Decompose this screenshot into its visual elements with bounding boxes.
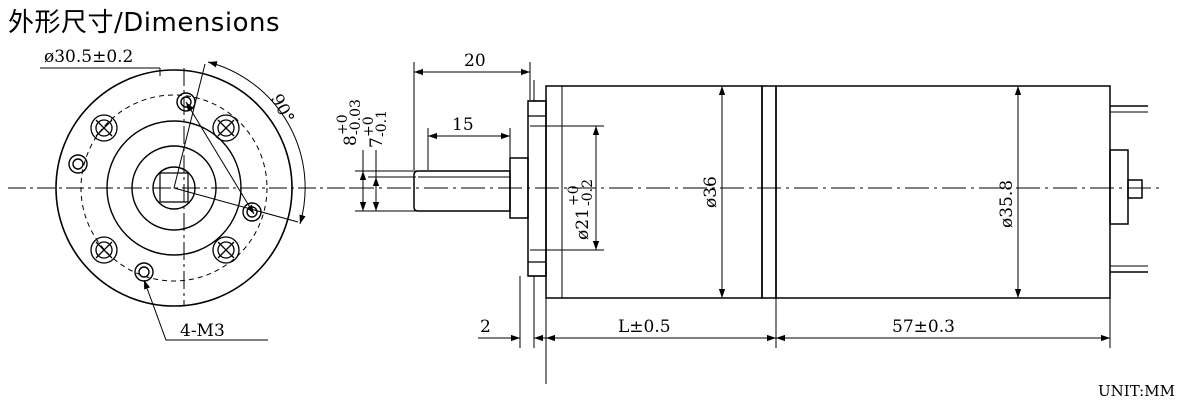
flat-length-label: 15: [452, 115, 474, 135]
gearbox-diameter-label: ø36: [701, 176, 721, 208]
shaft-length-label: 20: [464, 51, 486, 71]
screw-hole: [68, 154, 88, 174]
rear-cap: [1109, 149, 1129, 225]
motor-body: [775, 85, 1111, 299]
svg-text:ø21: ø21: [573, 208, 593, 240]
svg-text:-0.03: -0.03: [348, 99, 364, 135]
rear-shaft: [1127, 179, 1143, 199]
front-diameter-arrow: [185, 101, 255, 215]
shaft: [413, 170, 511, 212]
flange-notch-bottom: [528, 261, 547, 277]
angle-ray-top: [173, 63, 206, 189]
shaft-diameter-tolerance: 8 +0 -0.03: [335, 99, 364, 146]
svg-text:-0.1: -0.1: [374, 110, 390, 137]
mounting-hole: [90, 114, 118, 142]
page-title: 外形尺寸/Dimensions: [8, 8, 281, 38]
flange-thickness-label: 2: [480, 317, 491, 337]
side-view: [350, 62, 1160, 384]
angle-arc: [207, 61, 306, 225]
svg-text:7: 7: [367, 137, 387, 148]
boss-diameter-label: ø21 +0 -0.2: [566, 179, 596, 240]
motor-length-label: 57±0.3: [892, 317, 955, 337]
front-view: [8, 61, 350, 341]
screw-hole: [242, 202, 262, 222]
svg-text:8: 8: [341, 135, 361, 146]
svg-text:+0: +0: [335, 114, 351, 135]
gearbox-length-label: L±0.5: [618, 317, 671, 337]
svg-text:+0: +0: [566, 185, 582, 206]
svg-text:+0: +0: [361, 116, 377, 137]
unit-label: UNIT:MM: [1098, 382, 1175, 400]
mounting-hole: [90, 236, 118, 264]
flat-height-tolerance: 7 +0 -0.1: [361, 110, 390, 148]
mounting-hole: [212, 114, 240, 142]
svg-text:-0.2: -0.2: [580, 179, 596, 206]
motor-diameter-label: ø35.8: [997, 180, 1017, 228]
mounting-hole: [212, 236, 240, 264]
joint-band: [761, 85, 777, 299]
screw-hole: [134, 262, 154, 282]
front-diameter-label: ø30.5±0.2: [44, 47, 133, 67]
screw-label: 4-M3: [180, 321, 225, 341]
flange-notch-top: [528, 100, 547, 117]
angle-ray-bottom: [173, 187, 299, 223]
screw-leader: [143, 279, 268, 341]
